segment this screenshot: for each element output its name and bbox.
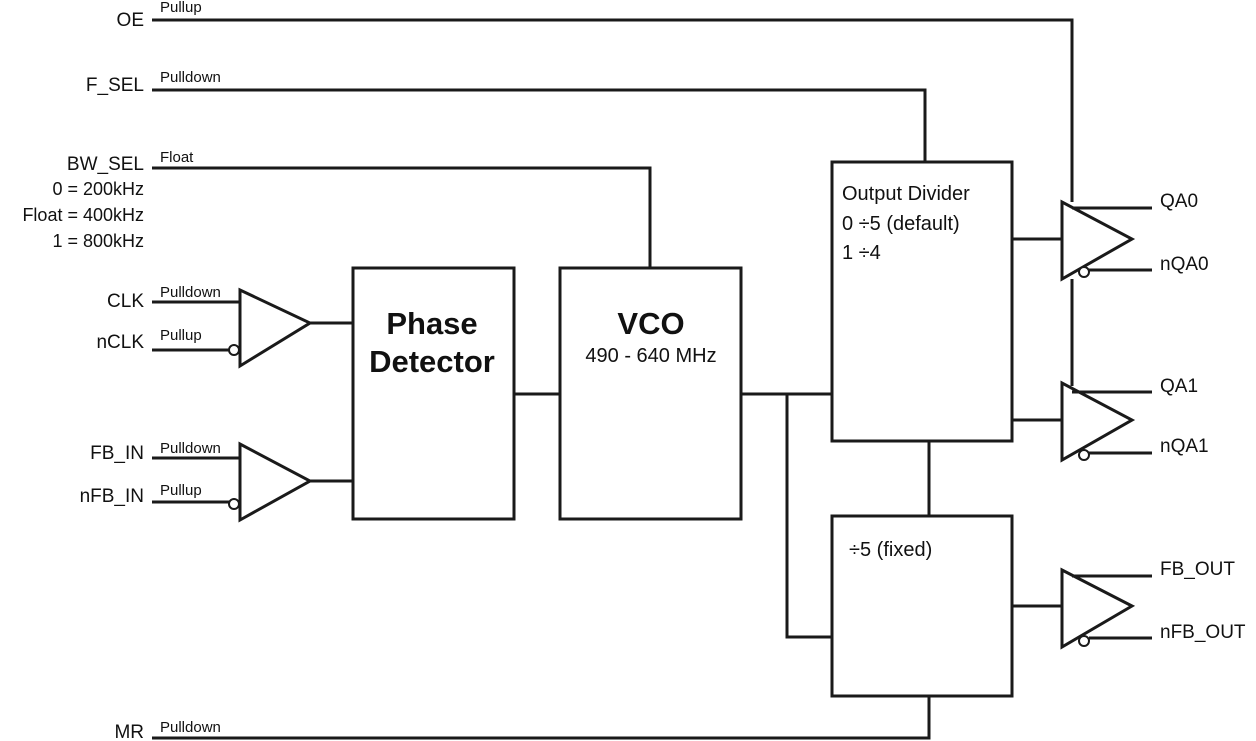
oe-line: OE Pullup [117,0,1074,202]
fb-in-bias: Pulldown [160,440,221,457]
clk-bias: Pulldown [160,284,221,301]
nfb-in-label: nFB_IN [80,486,144,507]
oe-label: OE [117,10,144,31]
clk-buffer-triangle [238,287,314,369]
fb-out-label: FB_OUT [1160,559,1235,580]
vco-frequency-range: 490 - 640 MHz [585,345,716,367]
nfb-out-label: nFB_OUT [1160,622,1246,643]
qa0-buffer-triangle [1060,199,1136,282]
fb-buffer-triangle [238,441,314,523]
bw-sel-option-float: Float = 400kHz [22,205,144,225]
nqa1-label: nQA1 [1160,436,1209,457]
fb-in-label: FB_IN [90,443,144,464]
nqa0-label: nQA0 [1160,254,1209,275]
nfb-in-inversion-bubble [228,498,240,510]
fb-out-output-buffer: FB_OUT nFB_OUT [1012,559,1246,650]
clk-input-buffer: CLK Pulldown nCLK Pullup [96,284,353,369]
nclk-label: nCLK [96,332,144,353]
qa0-label: QA0 [1160,191,1198,212]
mr-bias: Pulldown [160,719,221,736]
qa0-inversion-bubble [1078,266,1090,278]
bw-sel-option-0: 0 = 200kHz [52,179,144,199]
output-divider-block: Output Divider 0 ÷5 (default) 1 ÷4 [830,160,1014,443]
output-divider-title: Output Divider [842,183,970,205]
vco-title: VCO [617,306,684,341]
fb-input-buffer: FB_IN Pulldown nFB_IN Pullup [80,440,353,523]
phase-detector-block: Phase Detector [351,266,516,521]
clk-label: CLK [107,291,144,312]
mr-line: MR Pulldown [114,696,931,741]
fixed-divider-label: ÷5 (fixed) [849,539,932,561]
bw-sel-bias: Float [160,149,194,166]
phase-detector-title-line-1: Phase [386,306,477,341]
oe-bias: Pullup [160,0,202,16]
f-sel-line: F_SEL Pulldown [86,69,927,162]
output-divider-mode-1: 1 ÷4 [842,242,881,264]
output-divider-mode-0: 0 ÷5 (default) [842,213,960,235]
phase-detector-title-line-2: Detector [369,344,495,379]
fixed-divider-block: ÷5 (fixed) [830,514,1014,698]
bw-sel-label: BW_SEL [67,154,144,175]
vco-block: VCO 490 - 640 MHz [558,266,743,521]
nfb-in-bias: Pullup [160,482,202,499]
nclk-bias: Pullup [160,327,202,344]
vco-output-wires [741,392,832,639]
qa0-output-buffer: QA0 nQA0 [1012,191,1209,282]
qa1-label: QA1 [1160,376,1198,397]
f-sel-bias: Pulldown [160,69,221,86]
bw-sel-option-1: 1 = 800kHz [52,231,144,251]
qa1-buffer-triangle [1060,380,1136,463]
fb-out-buffer-triangle [1060,567,1136,650]
qa1-output-buffer: QA1 nQA1 [1012,376,1209,463]
mr-label: MR [114,722,144,741]
nclk-inversion-bubble [228,344,240,356]
bw-sel-line: BW_SEL Float 0 = 200kHz Float = 400kHz 1… [22,149,652,268]
f-sel-label: F_SEL [86,75,144,96]
qa1-inversion-bubble [1078,449,1090,461]
fb-out-inversion-bubble [1078,635,1090,647]
